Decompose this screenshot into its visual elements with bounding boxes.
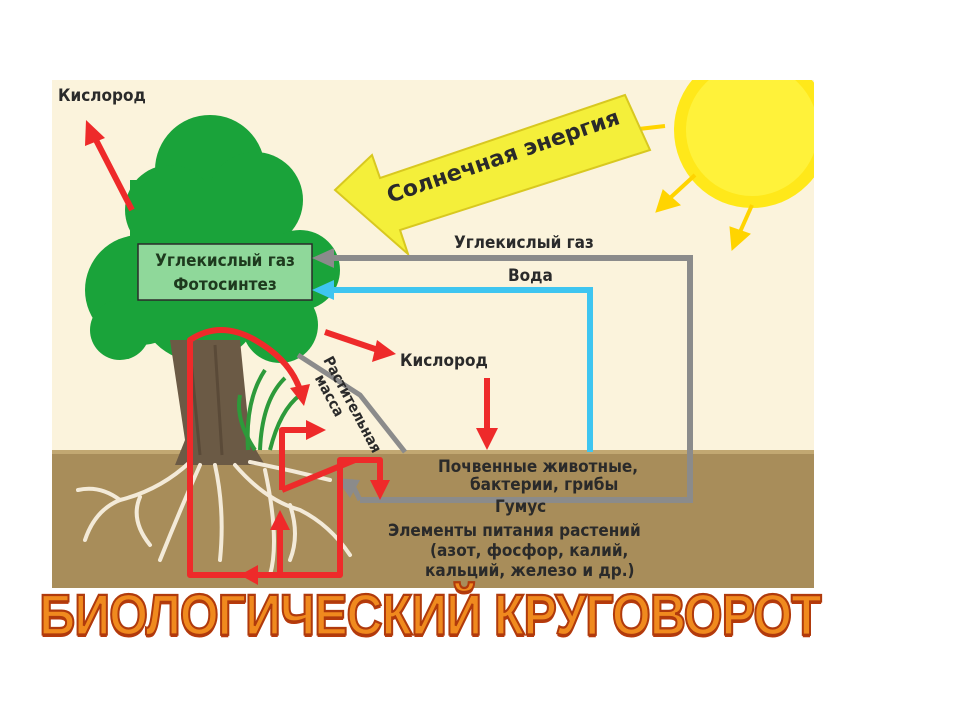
humus-label: Гумус: [495, 497, 546, 517]
water-label: Вода: [508, 266, 553, 286]
roots: [76, 460, 352, 577]
oxygen-mid-label: Кислород: [400, 351, 488, 371]
photosynthesis-box: Углекислый газ Фотосинтез: [137, 243, 313, 301]
oxygen-down-arrowhead: [476, 428, 498, 450]
soil-animals-label-line2: бактерии, грибы: [470, 475, 618, 495]
co2-return-arrow: [322, 255, 693, 503]
nutrient-cycle-arrows: [187, 327, 383, 578]
nutrient-arrowhead-5: [240, 565, 258, 585]
oxygen-mid-arrowhead: [372, 340, 396, 362]
nutrient-arrowhead-3: [270, 510, 290, 530]
nutrient-arrowhead-2: [370, 480, 390, 500]
solar-energy-arrow: [333, 93, 652, 258]
nutrient-arrowhead-4: [306, 420, 326, 440]
co2-line-label: Углекислый газ: [454, 233, 594, 253]
oxygen-mid-arrow: [324, 329, 379, 353]
water-arrow: [322, 287, 593, 452]
sun-icon: [674, 80, 814, 208]
oxygen-top-label: Кислород: [58, 86, 146, 106]
co2-arrowhead: [312, 248, 334, 268]
nutrient-arrowhead-1: [290, 384, 310, 406]
co2-box-label: Углекислый газ: [155, 251, 295, 271]
soil-animals-label-line1: Почвенные животные,: [438, 457, 638, 477]
oxygen-top-arrow: [92, 136, 135, 212]
grass: [237, 368, 302, 452]
nutrients-label-line1: Элементы питания растений: [388, 521, 641, 541]
page-title: БИОЛОГИЧЕСКИЙ КРУГОВОРОТ: [38, 582, 822, 649]
photosynthesis-label: Фотосинтез: [173, 275, 277, 295]
nutrients-label-line2: (азот, фосфор, калий,: [430, 541, 628, 561]
nutrients-label-line3: кальций, железо и др.): [425, 561, 635, 581]
tree-crown: [85, 115, 340, 363]
soil-horizon-line: [52, 450, 814, 454]
water-arrowhead: [312, 280, 334, 300]
oxygen-top-arrowhead: [85, 120, 105, 146]
